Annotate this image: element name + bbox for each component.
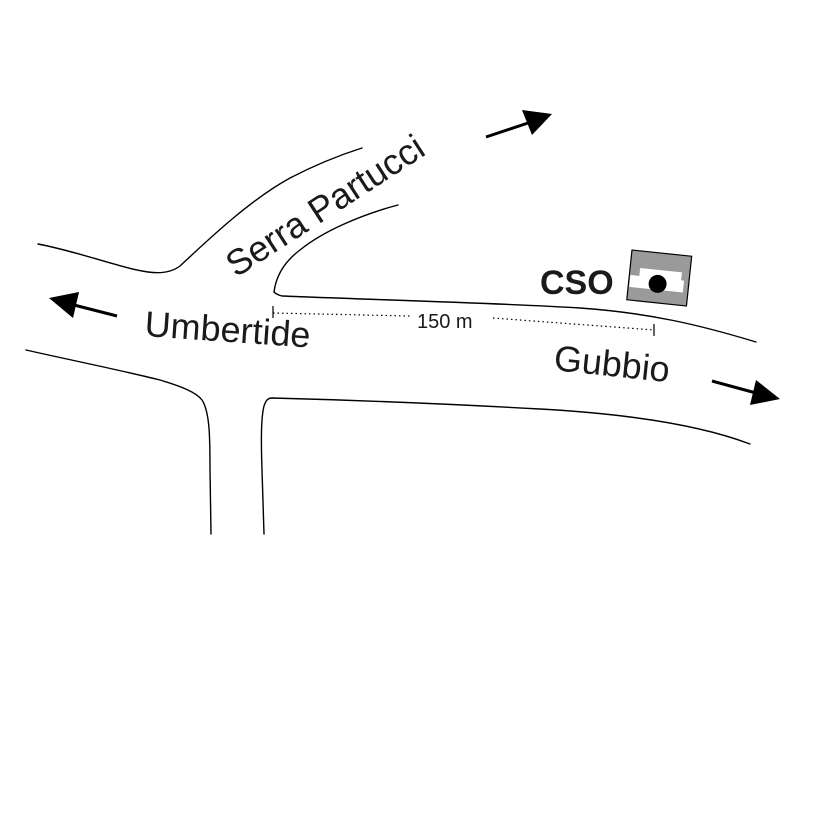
arrow-serra-shaft <box>485 121 529 139</box>
arrow-umbertide <box>49 292 118 318</box>
road-edge-umbertide-lower <box>25 349 212 535</box>
road-edge-serra-inner <box>273 204 399 293</box>
scale-label: 150 m <box>417 311 473 333</box>
observatory-building-icon <box>626 249 693 307</box>
arrow-gubbio <box>711 379 780 405</box>
road-label-gubbio: Gubbio <box>552 337 672 390</box>
arrow-gubbio-shaft <box>711 379 757 395</box>
arrow-umbertide-shaft <box>73 303 118 318</box>
arrow-umbertide-head <box>49 292 79 318</box>
road-network <box>25 147 757 535</box>
place-label-cso: CSO <box>540 264 614 302</box>
building-dot <box>648 274 667 293</box>
road-label-umbertide: Umbertide <box>143 303 312 355</box>
arrow-gubbio-head <box>750 380 780 405</box>
road-edge-serra-outer <box>37 147 363 274</box>
arrow-serra-head <box>522 110 552 135</box>
arrow-serra-partucci <box>485 110 552 139</box>
road-edge-gubbio-upper <box>273 291 757 343</box>
road-edge-gubbio-lower <box>260 397 751 535</box>
scale-bar: 150 m <box>272 306 655 336</box>
scale-line-right <box>492 317 655 331</box>
scale-line-left <box>272 312 411 317</box>
